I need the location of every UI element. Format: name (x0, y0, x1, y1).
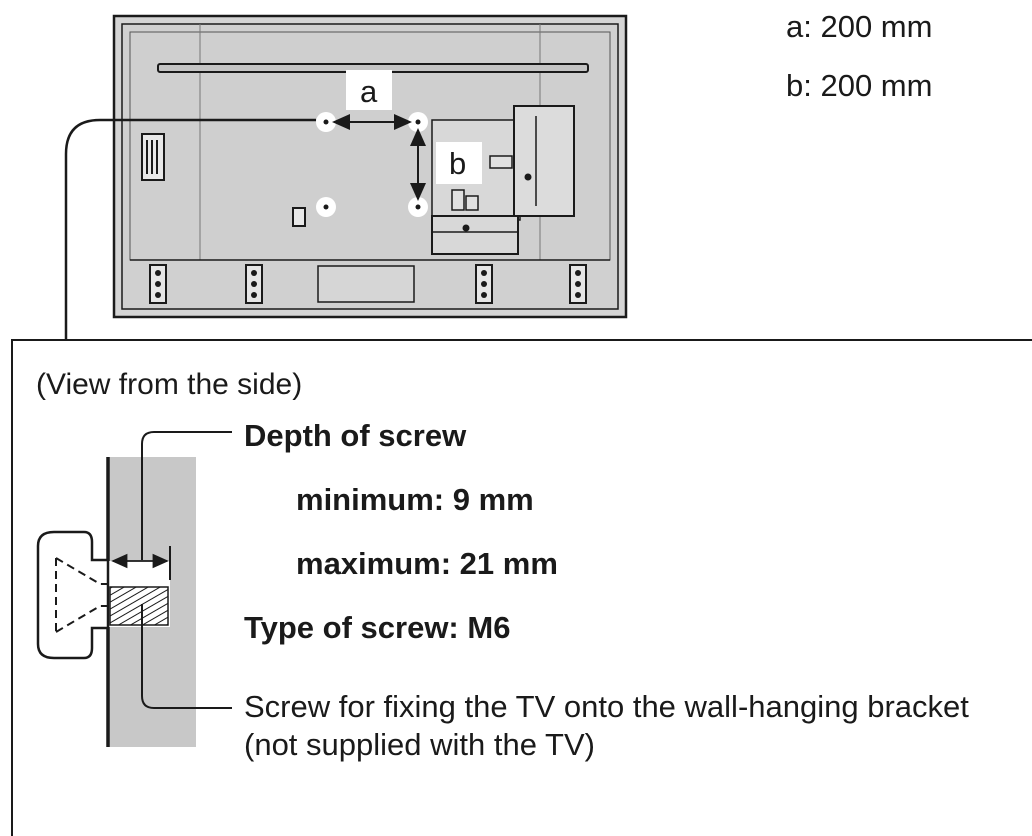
dimension-b-label: b: 200 mm (786, 68, 933, 103)
depth-heading: Depth of screw (244, 418, 467, 453)
side-view-frame (11, 339, 1032, 836)
mounting-holes (316, 112, 428, 217)
depth-leader (141, 431, 232, 560)
dimension-a-label: a: 200 mm (786, 9, 933, 44)
stand-bracket (431, 215, 519, 255)
bottom-center-panel (317, 265, 415, 303)
terminal-cover (513, 105, 575, 217)
screw-type: Type of screw: M6 (244, 610, 511, 645)
callout-leader (64, 118, 316, 340)
small-port (292, 207, 306, 227)
side-view-title: (View from the side) (36, 368, 303, 401)
marker-b: b (449, 146, 467, 181)
marker-a: a (360, 74, 378, 109)
depth-minimum: minimum: 9 mm (296, 482, 534, 517)
label-a-box (346, 70, 392, 110)
depth-maximum: maximum: 21 mm (296, 546, 558, 581)
screw-inner-dash (55, 557, 108, 633)
screw-threads (109, 586, 169, 626)
screw-side-view (36, 431, 232, 747)
screw-leader (141, 604, 232, 709)
screw-head-outline (36, 530, 110, 660)
screw-note: Screw for fixing the TV onto the wall-ha… (244, 689, 969, 762)
label-b-box (436, 142, 482, 184)
speaker-grilles (149, 264, 587, 304)
tv-rear-view (112, 14, 628, 319)
